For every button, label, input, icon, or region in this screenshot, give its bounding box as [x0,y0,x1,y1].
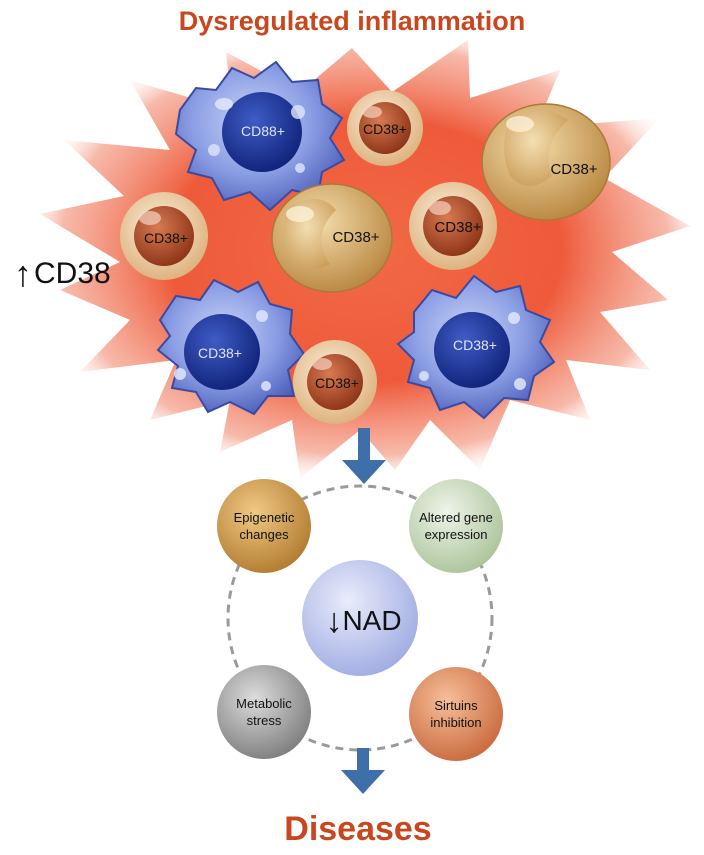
effect-line-2: expression [425,527,488,542]
effect-line-2: changes [239,527,289,542]
cell-label: CD38+ [550,161,597,178]
effect-sirtuins-inhibition: Sirtuins inhibition [409,667,503,761]
effect-metabolic-stress: Metabolic stress [217,665,311,759]
effect-line-1: Metabolic [236,696,292,711]
cell-label: CD88+ [241,123,285,139]
cell-label: CD38+ [198,345,242,361]
effect-line-2: inhibition [430,715,481,730]
macrophage-cell: CD38+ [156,278,306,416]
arrow-down-icon [342,428,386,484]
effect-line-1: Epigenetic [234,510,295,525]
increase-cd38-label: CD38 [34,257,111,290]
nad-center: ↓ NAD [302,560,418,676]
effect-line-2: stress [247,713,282,728]
lymphocyte-cell: CD38+ [409,182,497,270]
effect-line-1: Sirtuins [434,698,478,713]
decrease-arrow: ↓ [326,602,343,640]
cell-label: CD38+ [453,337,497,353]
macrophage-cell: CD38+ [396,274,556,420]
arrow-down-icon [341,748,385,794]
effect-altered-gene-expression: Altered gene expression [409,479,503,573]
neutrophil-cell: CD38+ [481,103,611,221]
title: Dysregulated inflammation [179,6,526,36]
cycle-ring [226,484,494,752]
effect-epigenetic-changes: Epigenetic changes [217,479,311,573]
cell-label: CD38+ [363,121,407,137]
cell-label: CD38+ [332,229,379,246]
increase-arrow: ↑ [14,253,32,294]
lymphocyte-cell: CD38+ [347,90,423,166]
nad-label: NAD [342,605,401,636]
macrophage-cell: CD88+ [174,60,346,212]
outcome-label: Diseases [284,810,431,848]
lymphocyte-cell: CD38+ [293,340,377,424]
cell-label: CD38+ [315,375,359,391]
lymphocyte-cell: CD38+ [120,192,208,280]
neutrophil-cell: CD38+ [271,183,393,293]
cell-label: CD38+ [434,219,481,236]
effect-line-1: Altered gene [419,510,493,525]
cell-label: CD38+ [144,230,188,246]
